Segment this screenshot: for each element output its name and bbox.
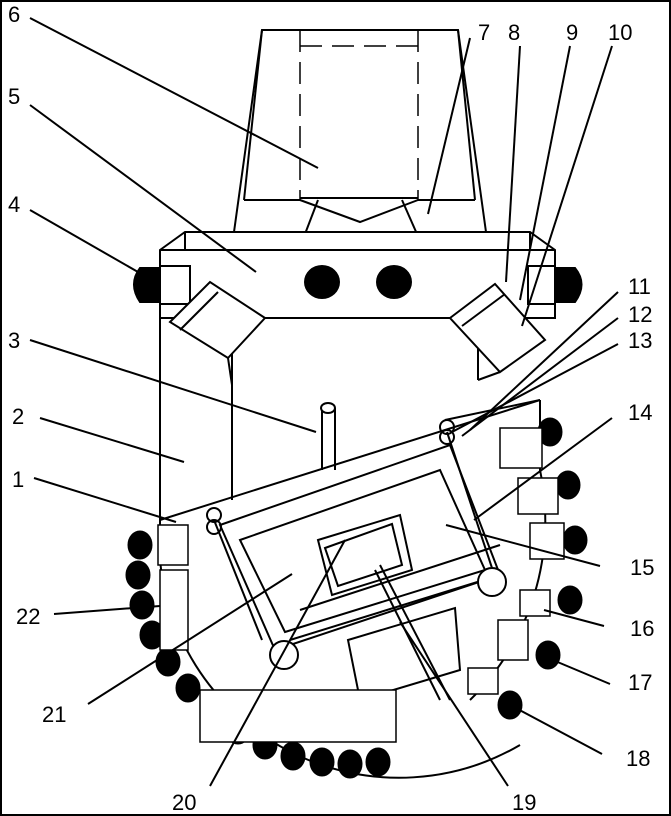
tooth-holders xyxy=(157,427,565,743)
callout-labels: 6 5 4 3 2 1 7 8 9 10 11 12 13 14 15 16 1… xyxy=(8,2,654,815)
label-11: 11 xyxy=(628,274,651,299)
label-15: 15 xyxy=(630,555,654,580)
cutter-teeth xyxy=(125,417,588,779)
leader-lines xyxy=(29,17,619,787)
label-20: 20 xyxy=(172,790,196,815)
label-19: 19 xyxy=(512,790,536,815)
label-6: 6 xyxy=(8,2,20,27)
side-cutters xyxy=(133,265,583,305)
label-8: 8 xyxy=(508,20,520,45)
label-5: 5 xyxy=(8,84,20,109)
label-22: 22 xyxy=(16,604,40,629)
label-16: 16 xyxy=(630,616,654,641)
label-21: 21 xyxy=(42,702,66,727)
body-holes xyxy=(304,265,412,299)
label-12: 12 xyxy=(628,302,652,327)
label-9: 9 xyxy=(566,20,578,45)
label-2: 2 xyxy=(12,404,24,429)
label-17: 17 xyxy=(628,670,652,695)
nozzle-blocks xyxy=(168,280,547,386)
label-10: 10 xyxy=(608,20,632,45)
label-3: 3 xyxy=(8,328,20,353)
label-1: 1 xyxy=(12,467,24,492)
label-7: 7 xyxy=(478,20,490,45)
label-18: 18 xyxy=(626,746,650,771)
label-14: 14 xyxy=(628,400,652,425)
label-4: 4 xyxy=(8,192,20,217)
label-13: 13 xyxy=(628,328,652,353)
